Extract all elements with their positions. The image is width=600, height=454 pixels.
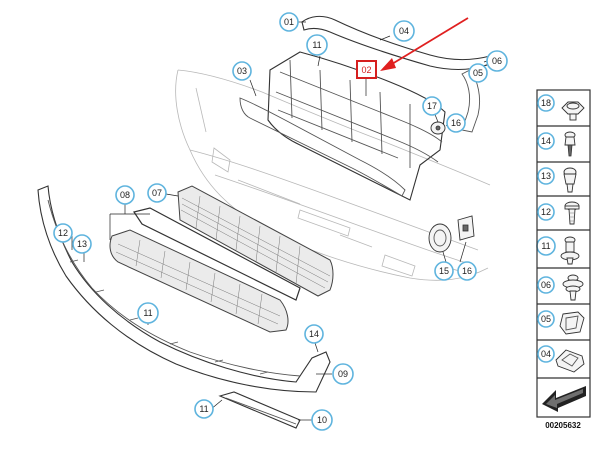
hardware-legend: 18 14 13	[536, 89, 591, 418]
expanding-rivet-icon	[563, 167, 577, 193]
callout-02-highlight[interactable]: 02	[356, 60, 377, 79]
callout-09-label: 09	[338, 369, 348, 379]
callout-03[interactable]: 03	[232, 61, 252, 81]
callout-15[interactable]: 15	[434, 261, 454, 281]
callout-12[interactable]: 12	[53, 223, 73, 243]
callout-06[interactable]: 06	[486, 50, 508, 72]
callout-03-label: 03	[237, 66, 247, 76]
legend-item-04-label: 04	[541, 349, 551, 359]
legend-item-06-label: 06	[541, 280, 551, 290]
callout-11-bottom-label: 11	[199, 404, 208, 414]
screw-icon	[564, 201, 580, 225]
callout-04-label: 04	[399, 26, 409, 36]
callout-09[interactable]: 09	[332, 363, 354, 385]
callout-17-label: 17	[427, 101, 437, 111]
small-bracket	[430, 121, 446, 135]
callout-15-label: 15	[439, 266, 449, 276]
legend-item-04[interactable]: 04	[537, 345, 585, 373]
callout-16-upper-label: 16	[451, 118, 461, 128]
legend-item-13-label: 13	[541, 171, 551, 181]
callout-01-label: 01	[284, 17, 294, 27]
callout-04[interactable]: 04	[393, 20, 415, 42]
callout-06-label: 06	[492, 56, 502, 66]
callout-11-top[interactable]: 11	[306, 34, 328, 56]
legend-item-14[interactable]: 14	[537, 131, 576, 157]
callout-13[interactable]: 13	[72, 234, 92, 254]
reference-number: 00205632	[545, 421, 581, 430]
lower-strip	[218, 391, 301, 429]
lower-bumper-trim	[37, 185, 331, 393]
callout-13-label: 13	[77, 239, 87, 249]
spring-clip-icon	[559, 311, 585, 335]
bulk-pack-arrow-icon	[542, 386, 586, 412]
highlight-arrow	[380, 17, 469, 71]
upper-grille-mesh	[180, 195, 331, 289]
callout-11-legend[interactable]: 11	[536, 236, 556, 256]
callout-08[interactable]: 08	[115, 185, 135, 205]
legend-item-05-label: 05	[541, 314, 551, 324]
legend-item-14-label: 14	[541, 136, 551, 146]
clip-icon	[560, 236, 580, 265]
callout-16[interactable]: 16	[457, 261, 477, 281]
clamp-icon	[555, 349, 585, 373]
leader-lines	[71, 21, 491, 421]
callout-01[interactable]: 01	[279, 12, 299, 32]
callout-10-label: 10	[317, 415, 327, 425]
callout-12-label: 12	[58, 228, 68, 238]
callout-11-bottom[interactable]: 11	[194, 399, 214, 419]
screw-washer-icon	[562, 274, 584, 301]
callout-11-legend-label: 11	[541, 241, 550, 251]
upper-grille	[177, 185, 334, 297]
callout-08-label: 08	[120, 190, 130, 200]
legend-item-11[interactable]	[560, 236, 580, 265]
legend-item-05[interactable]: 05	[537, 310, 585, 335]
callout-14[interactable]: 14	[304, 324, 324, 344]
callout-11-lower-trim-label: 11	[143, 308, 152, 318]
legend-item-13[interactable]: 13	[537, 167, 577, 193]
callout-17[interactable]: 17	[422, 96, 442, 116]
callout-16-upper[interactable]: 16	[446, 113, 466, 133]
callout-05[interactable]: 05	[468, 63, 488, 83]
legend-item-12-label: 12	[541, 207, 551, 217]
callout-02-label: 02	[361, 65, 371, 75]
callout-14-label: 14	[309, 329, 319, 339]
legend-item-18[interactable]: 18	[537, 94, 585, 121]
lower-grille-mesh	[115, 239, 281, 325]
nut-icon	[561, 101, 585, 121]
legend-item-bulk	[542, 386, 586, 412]
callout-16-label: 16	[462, 266, 472, 276]
legend-item-12[interactable]: 12	[537, 201, 580, 225]
push-rivet-icon	[564, 131, 576, 157]
callout-11-lower-trim[interactable]: 11	[137, 302, 159, 324]
callout-10[interactable]: 10	[311, 409, 333, 431]
lower-grille	[109, 207, 301, 333]
legend-item-06[interactable]: 06	[537, 274, 584, 301]
legend-item-18-label: 18	[541, 98, 551, 108]
callout-05-label: 05	[473, 68, 483, 78]
bumper-carrier	[239, 51, 446, 201]
callout-07-label: 07	[152, 188, 162, 198]
fog-light-cover	[428, 223, 452, 253]
callout-07[interactable]: 07	[147, 183, 167, 203]
callouts: 01 03 04 05 06 07 08 09	[53, 12, 556, 431]
callout-11-top-label: 11	[312, 40, 321, 50]
fog-light-bracket	[457, 215, 475, 241]
